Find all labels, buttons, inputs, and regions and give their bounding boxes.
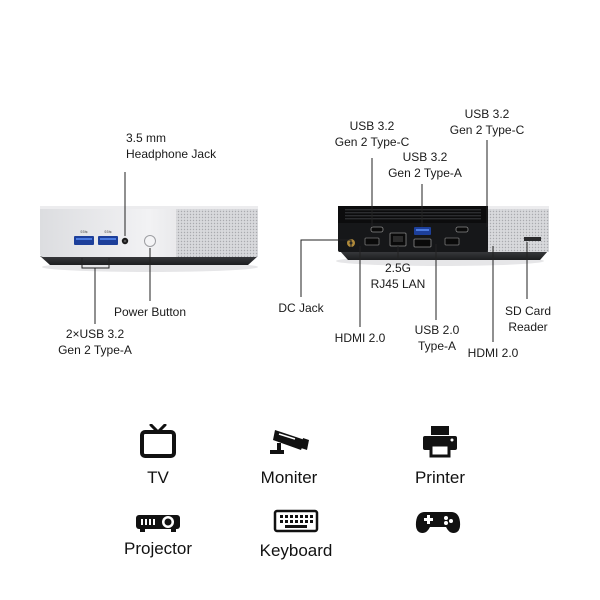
callout-line-1: 2×USB 3.2 <box>65 327 125 341</box>
callout-line-1: USB 3.2 <box>402 150 448 164</box>
callout-line-1: USB 3.2 <box>349 119 395 133</box>
device-keyboard: Keyboard <box>236 509 356 561</box>
device-label-projector: Projector <box>123 539 193 558</box>
callout-line-1: HDMI 2.0 <box>334 331 386 345</box>
device-printer: Printer <box>380 424 500 488</box>
callout-sd-card: SD Card Reader <box>495 303 561 335</box>
callout-line-2: Type-A <box>417 339 456 353</box>
usb-c-port-1 <box>370 226 384 233</box>
callout-line-1: HDMI 2.0 <box>467 346 519 360</box>
printer-icon <box>423 426 457 458</box>
device-projector: Projector <box>98 511 218 559</box>
projector-icon <box>136 515 180 532</box>
power-button <box>144 235 156 247</box>
svg-text:ss⇆: ss⇆ <box>80 229 88 234</box>
callout-usb2: USB 2.0 Type-A <box>402 322 472 354</box>
callout-dc-jack: DC Jack <box>266 300 336 316</box>
callout-usb-c-mid: USB 3.2 Gen 2 Type-C <box>327 118 417 150</box>
usb-c-port-2 <box>455 226 469 233</box>
callout-line-2: Gen 2 Type-A <box>58 343 132 357</box>
callout-line-2: Reader <box>508 320 548 334</box>
svg-text:ss⇆: ss⇆ <box>104 229 112 234</box>
callout-lan: 2.5G RJ45 LAN <box>363 260 433 292</box>
hdmi-port-right <box>444 237 460 246</box>
callout-headphone-jack: 3.5 mm Headphone Jack <box>126 130 216 162</box>
callout-line-1: USB 3.2 <box>464 107 510 121</box>
callout-line-1: 2.5G <box>384 261 411 275</box>
callout-usb-a-rear: USB 3.2 Gen 2 Type-A <box>380 149 470 181</box>
callout-hdmi-right: HDMI 2.0 <box>457 345 529 361</box>
callout-line-1: Power Button <box>113 305 187 319</box>
sd-card-slot <box>524 237 541 241</box>
tv-icon <box>140 424 176 458</box>
callout-line-2: Gen 2 Type-C <box>449 123 525 137</box>
callout-usb-c-right: USB 3.2 Gen 2 Type-C <box>442 106 532 138</box>
device-monitor: Moniter <box>229 424 349 488</box>
callout-line-1: 3.5 mm <box>126 131 167 145</box>
callout-line-1: USB 2.0 <box>414 323 460 337</box>
callout-line-1: DC Jack <box>278 301 324 315</box>
front-view-pc: ss⇆ ss⇆ <box>40 206 258 272</box>
usb2-port <box>413 238 432 248</box>
callout-line-2: Gen 2 Type-C <box>334 135 410 149</box>
gamepad-icon <box>415 512 461 533</box>
device-label-tv: TV <box>147 468 169 487</box>
device-label-monitor: Moniter <box>260 468 318 487</box>
callout-line-2: RJ45 LAN <box>370 277 426 291</box>
hdmi-port-left <box>364 237 380 246</box>
callout-line-2: Gen 2 Type-A <box>388 166 462 180</box>
rear-view-pc <box>336 206 549 266</box>
device-gamepad <box>378 509 498 545</box>
device-label-keyboard: Keyboard <box>259 541 333 560</box>
device-tv: TV <box>98 424 218 488</box>
callout-front-usb: 2×USB 3.2 Gen 2 Type-A <box>49 326 141 358</box>
security-camera-icon <box>270 430 309 454</box>
callout-hdmi-left: HDMI 2.0 <box>325 330 395 346</box>
callout-power-button: Power Button <box>105 304 195 320</box>
callout-line-1: SD Card <box>504 304 551 318</box>
device-label-printer: Printer <box>414 468 466 487</box>
keyboard-icon <box>273 509 319 533</box>
callout-line-2: Headphone Jack <box>126 147 217 161</box>
